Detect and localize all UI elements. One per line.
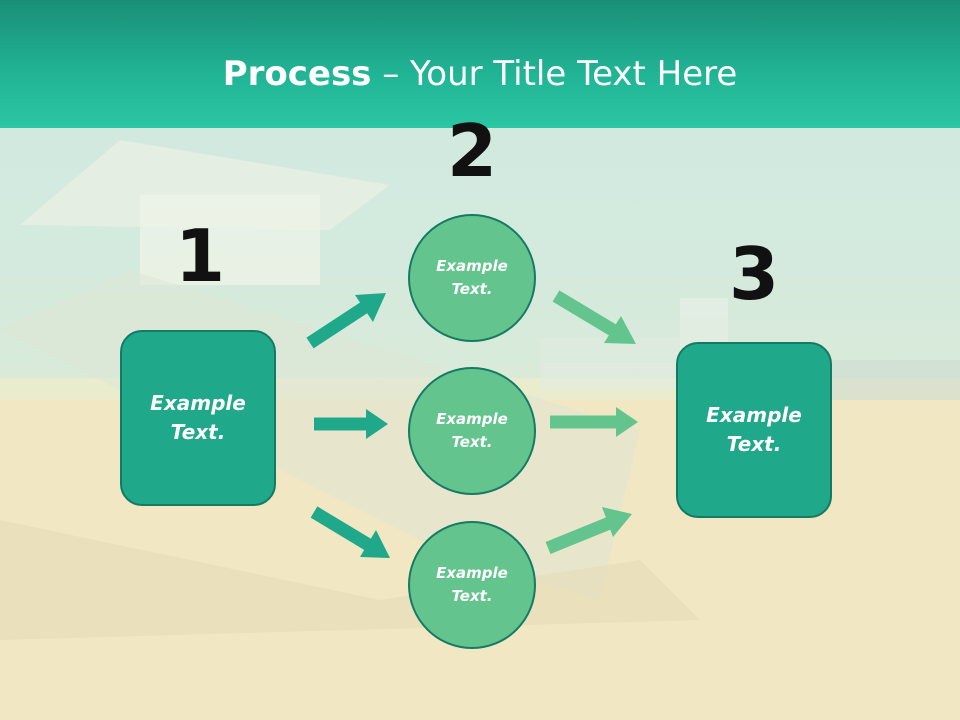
- title-bold: Process: [222, 54, 372, 94]
- step-1-box: Example Text.: [120, 330, 276, 506]
- step-2-circle-middle: Example Text.: [408, 367, 536, 495]
- arrow-1-to-bottom: [310, 506, 390, 558]
- title-rest: – Your Title Text Here: [371, 54, 738, 94]
- arrow-1-to-top: [306, 293, 386, 349]
- step-2-bottom-text: Example Text.: [436, 564, 508, 605]
- arrow-middle-to-3: [550, 407, 638, 437]
- step-2-middle-text: Example Text.: [436, 410, 508, 451]
- step-2-top-text: Example Text.: [436, 257, 508, 298]
- step-1-number: 1: [174, 214, 226, 298]
- step-2-circle-top: Example Text.: [408, 214, 536, 342]
- step-3-text: Example Text.: [706, 403, 802, 456]
- step-1-text: Example Text.: [150, 391, 246, 444]
- step-3-box: Example Text.: [676, 342, 832, 518]
- arrow-bottom-to-3: [545, 507, 632, 555]
- step-3-number: 3: [728, 232, 780, 316]
- arrow-1-to-middle: [314, 409, 388, 439]
- arrow-top-to-3: [552, 290, 636, 344]
- step-2-circle-bottom: Example Text.: [408, 521, 536, 649]
- slide-title: Process – Your Title Text Here: [0, 52, 960, 96]
- title-bar: [0, 0, 960, 128]
- step-2-number: 2: [446, 109, 498, 193]
